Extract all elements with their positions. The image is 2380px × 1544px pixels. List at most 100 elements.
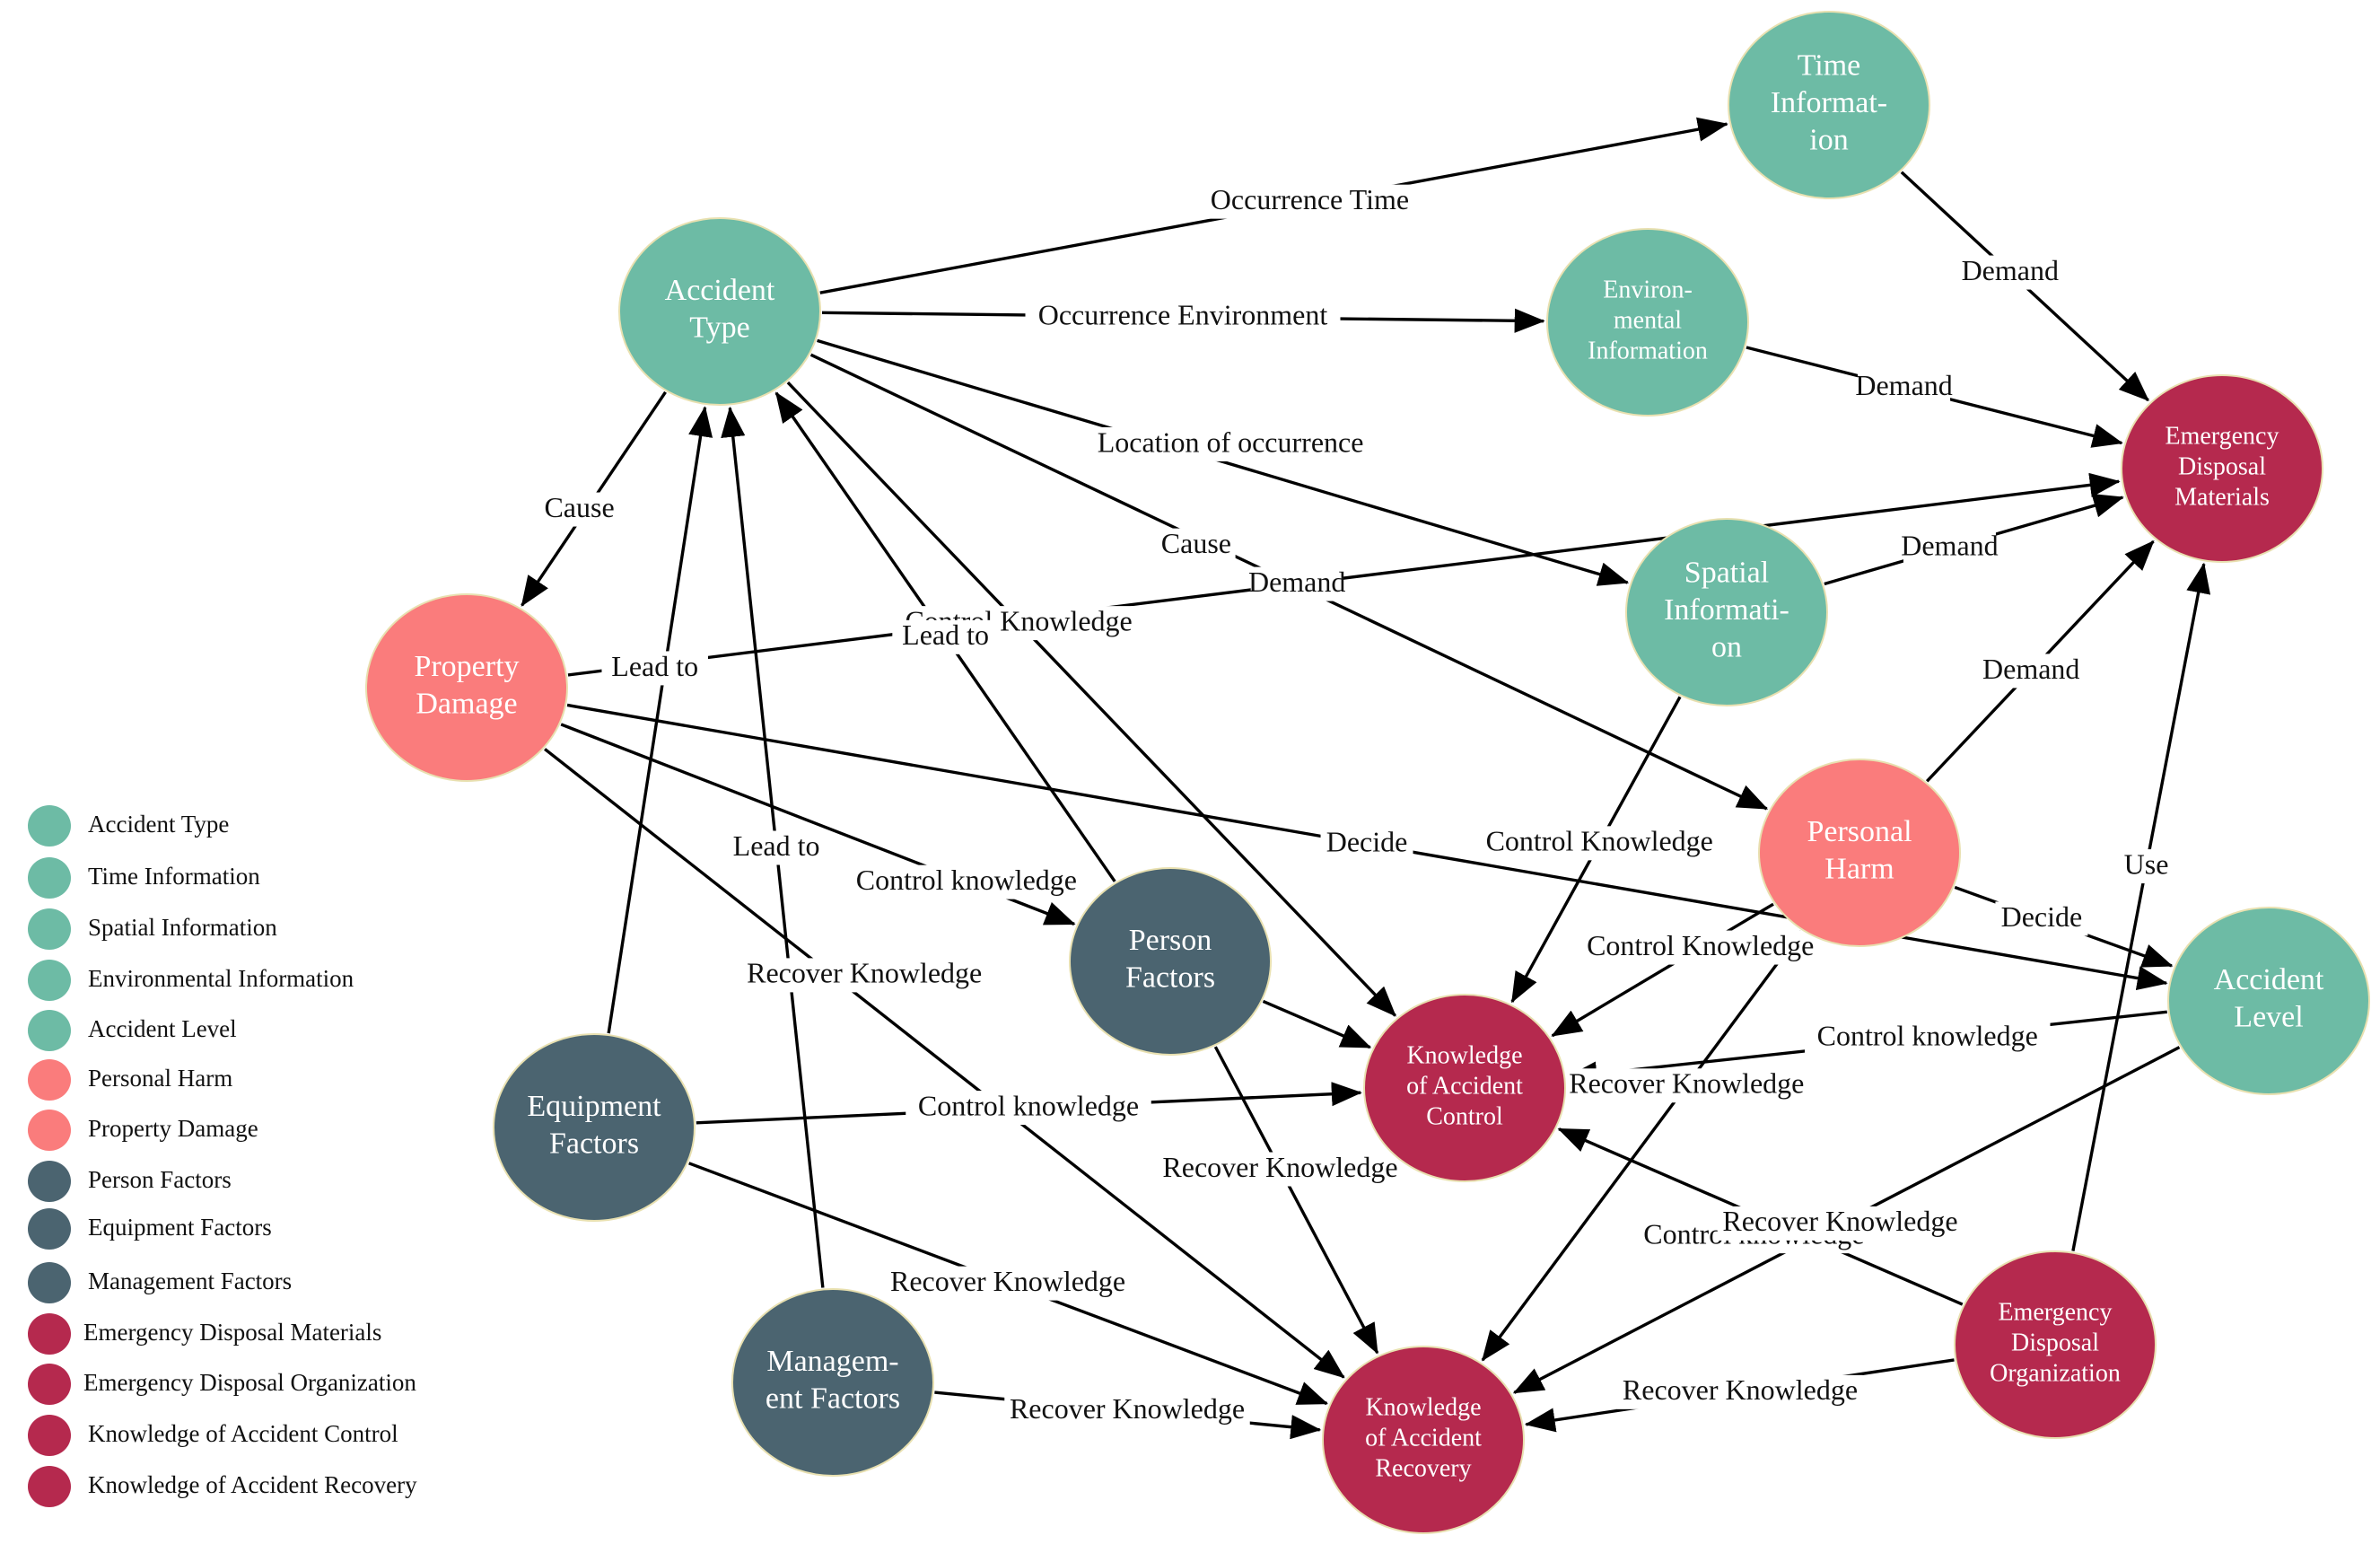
legend-item: Environmental Information	[28, 960, 354, 1001]
legend-label: Emergency Disposal Materials	[83, 1319, 381, 1346]
edge-label-background	[892, 619, 999, 654]
legend-label: Management Factors	[88, 1268, 292, 1294]
edge-label-background	[885, 1266, 1131, 1301]
legend-label: Property Damage	[88, 1115, 258, 1142]
legend-swatch	[28, 1161, 71, 1202]
legend-label: Spatial Information	[88, 914, 277, 941]
legend-item: Management Factors	[28, 1262, 292, 1303]
edge-label-background	[1617, 1374, 1863, 1409]
edge-label-background	[539, 492, 619, 527]
edge-label: Lead to	[733, 829, 820, 862]
edge-label-background	[1577, 930, 1824, 965]
node-label: Level	[2234, 1001, 2303, 1034]
legend-label: Person Factors	[88, 1166, 232, 1193]
legend-label: Knowledge of Accident Control	[88, 1420, 398, 1447]
edge-property-damage-to-emergency-disposal-materials	[567, 472, 2121, 677]
edge-label-background	[1476, 826, 1722, 861]
legend-item: Personal Harm	[28, 1059, 232, 1101]
legend-label: Knowledge of Accident Recovery	[88, 1471, 417, 1498]
edge-label-background	[1320, 827, 1413, 862]
edge-label-background	[1804, 1021, 2051, 1056]
node-label: Informat-	[1771, 86, 1887, 119]
edge-accident-type-to-spatial-information	[817, 338, 1630, 586]
node-label: Property	[414, 650, 519, 683]
node-label: Recovery	[1375, 1455, 1471, 1483]
node-label: Knowledge	[1406, 1041, 1522, 1069]
legend-swatch	[28, 1466, 71, 1507]
legend-label: Personal Harm	[88, 1065, 232, 1092]
legend-swatch	[28, 1313, 71, 1355]
edge-label: Recover Knowledge	[1722, 1205, 1957, 1237]
edge-label: Demand	[1982, 653, 2079, 685]
node-management-factors: Managem-ent Factors	[731, 1288, 934, 1477]
node-label: Equipment	[527, 1090, 661, 1123]
node-label: Factors	[549, 1127, 639, 1161]
edge-label: Demand	[1855, 369, 1952, 401]
edge-property-damage-to-knowledge-of-accident-recovery	[544, 748, 1345, 1379]
node-label: Accident	[665, 274, 775, 307]
node-label: Damage	[416, 688, 517, 721]
node-label: Information	[1588, 338, 1708, 365]
edge-label: Demand	[1248, 566, 1345, 598]
edge-label: Decide	[1326, 826, 1408, 858]
node-label: ent Factors	[766, 1382, 900, 1416]
edge-label-background	[722, 830, 830, 865]
node-label: Emergency	[1999, 1298, 2113, 1326]
edge-label-background	[1157, 1152, 1404, 1187]
node-label: Knowledge	[1365, 1393, 1481, 1421]
node-label: Informati-	[1664, 593, 1789, 627]
edge-emergency-disposal-organization-to-emergency-disposal-materials	[2071, 562, 2211, 1251]
node-circle	[1758, 759, 1961, 947]
node-label: of Accident	[1406, 1072, 1523, 1100]
edge-label: Control Knowledge	[1587, 929, 1814, 961]
node-label: Disposal	[2178, 452, 2266, 480]
node-label: of Accident	[1365, 1424, 1482, 1452]
node-label: Emergency	[2166, 422, 2279, 450]
legend-item: Equipment Factors	[28, 1208, 272, 1250]
node-label: on	[1711, 630, 1742, 663]
edge-label: Use	[2124, 847, 2169, 880]
legend-item: Emergency Disposal Organization	[28, 1364, 416, 1405]
edge-label: Occurrence Time	[1211, 183, 1409, 215]
edge-label: Control knowledge	[1817, 1020, 2038, 1052]
node-circle	[365, 593, 568, 782]
node-circle	[1954, 1250, 2157, 1439]
legend-label: Time Information	[88, 863, 260, 890]
node-circle	[731, 1288, 934, 1477]
edge-label: Lead to	[902, 618, 989, 651]
edge-accident-type-to-knowledge-of-accident-control	[786, 381, 1396, 1017]
edge-label-background	[1025, 299, 1341, 334]
node-label: Materials	[2174, 484, 2270, 512]
edge-label-background	[906, 1091, 1151, 1126]
node-label: Harm	[1824, 853, 1894, 886]
node-layer: AccidentTypeTimeInformat-ionEnviron-ment…	[365, 11, 2370, 1534]
legend-item: Knowledge of Accident Control	[28, 1415, 398, 1456]
legend-item: Spatial Information	[28, 908, 277, 950]
node-label: Time	[1798, 48, 1861, 82]
edge-label: Cause	[1161, 527, 1231, 559]
legend-label: Equipment Factors	[88, 1214, 272, 1241]
edge-label: Control knowledge	[918, 1089, 1139, 1121]
edge-label-background	[1717, 1206, 1964, 1241]
edge-label: Demand	[1962, 254, 2059, 286]
node-label: Disposal	[2011, 1329, 2099, 1356]
node-label: Personal	[1807, 815, 1912, 848]
node-label: mental	[1614, 306, 1682, 334]
legend-item: Accident Type	[28, 805, 229, 847]
node-label: Environ-	[1603, 276, 1693, 303]
edge-label-background	[1201, 184, 1419, 219]
edge-label: Control Knowledge	[1486, 825, 1713, 857]
legend-label: Accident Level	[88, 1015, 237, 1042]
node-label: Accident	[2214, 963, 2324, 996]
edge-label: Location of occurrence	[1098, 425, 1364, 458]
node-label: Person	[1129, 924, 1212, 957]
